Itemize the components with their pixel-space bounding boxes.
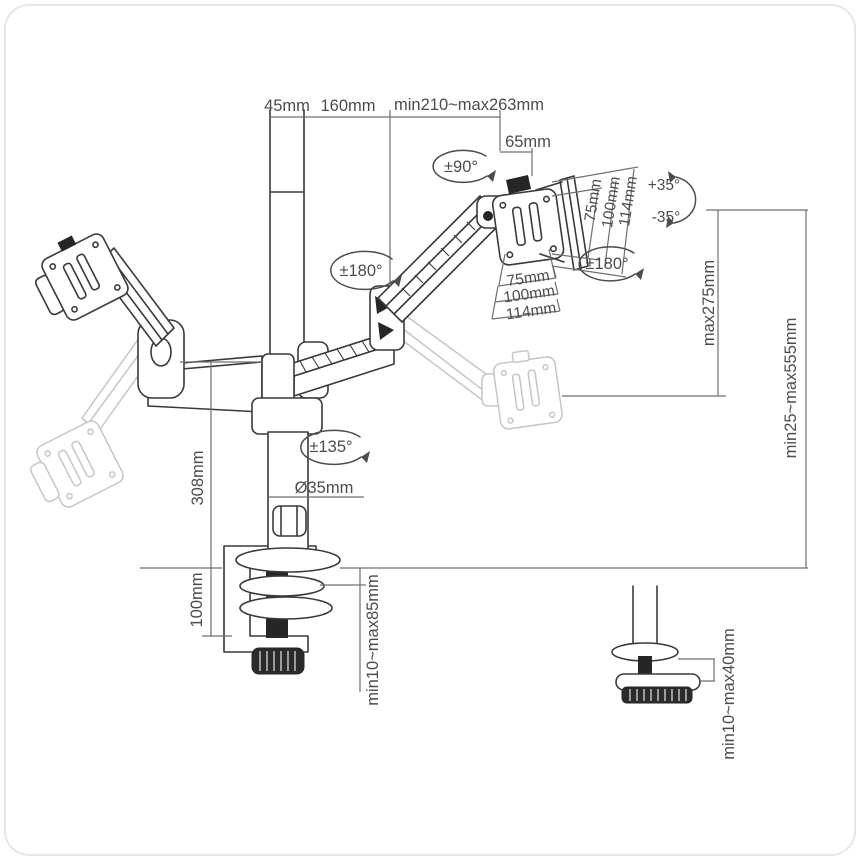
- spring-texture: [401, 221, 476, 297]
- dim-45mm-label: 45mm: [264, 97, 310, 115]
- clamp-knob-knurl: [259, 651, 296, 671]
- angle-head-rotation-label: ±90°: [444, 158, 478, 176]
- vesa-top-tab: [506, 175, 531, 194]
- pole-upper: [269, 109, 305, 357]
- dim-grommet-thickness-label: min10~max40mm: [720, 628, 738, 760]
- base-flange: [235, 547, 341, 573]
- hub-lower-collar: [251, 397, 323, 435]
- angle-tilt-down-label: -35°: [652, 209, 681, 226]
- grommet-knob-knurl: [629, 689, 687, 701]
- dim-height-range-label: min25~max555mm: [782, 318, 800, 459]
- vesa-h-114mm-label: 114mm: [505, 300, 557, 324]
- angle-base-swivel-label: ±135°: [309, 438, 352, 456]
- rotation-indicators: [300, 149, 697, 466]
- head-swivel-arc: [578, 246, 636, 282]
- pivot-screw: [483, 211, 493, 221]
- clamp-pad-disc-1: [239, 575, 325, 597]
- ghost-right-vesa-plate: [492, 349, 563, 430]
- angle-tilt-up-label: +35°: [648, 177, 681, 194]
- cable-clip: [272, 505, 307, 537]
- dim-pole-height-label: 308mm: [189, 450, 207, 505]
- angle-arm-swivel-label: ±180°: [339, 262, 382, 280]
- angle-head-swivel-label: ±180°: [585, 255, 628, 273]
- grommet-range-lines: [678, 658, 715, 682]
- dim-pole-diameter-label: Ø35mm: [295, 479, 354, 497]
- arm-swivel-arc: [330, 250, 394, 291]
- cable-clip-detail: [280, 505, 298, 537]
- right-vesa-plate: [491, 188, 565, 266]
- dimension-labels: 45mm 160mm min210~max263mm 65mm ±90° ±18…: [188, 96, 800, 760]
- ghost-right-arm-rail: [393, 321, 489, 395]
- dim-max-drop-label: max275mm: [700, 260, 718, 346]
- dim-clamp-height-label: 100mm: [188, 572, 206, 627]
- left-vesa-plate: [34, 233, 129, 321]
- vesa-v-75mm-label: 75mm: [582, 178, 606, 223]
- ghost-left-vesa-plate: [30, 420, 124, 508]
- grommet-knob: [621, 686, 693, 704]
- head-rotation-arc: [432, 149, 488, 184]
- pole-dimension-lines: [180, 361, 364, 637]
- vesa-h-75mm-label: 75mm: [506, 267, 551, 290]
- elbow-cutout-bottom: [378, 322, 394, 340]
- right-dimension-lines: [562, 209, 808, 568]
- tilt-arc: [673, 176, 697, 224]
- base-swivel-arc: [300, 429, 362, 466]
- clamp-knob: [251, 647, 305, 675]
- top-dimension-lines: [270, 110, 533, 284]
- clamp-pad-disc-2: [239, 596, 333, 620]
- elbow-cutout-top: [375, 296, 391, 314]
- dimension-lines: [140, 110, 808, 692]
- vesa-vertical-dim-lines: [551, 166, 639, 278]
- dim-160mm-label: 160mm: [320, 97, 375, 115]
- dim-arm-reach-label: min210~max263mm: [394, 96, 544, 114]
- ghost-positions: [30, 309, 563, 508]
- dim-clamp-thickness-label: min10~max85mm: [364, 574, 382, 706]
- card-border: [4, 4, 856, 856]
- dim-65mm-label: 65mm: [505, 133, 551, 151]
- grommet-pole: [632, 585, 658, 647]
- arm-artwork: [34, 109, 701, 704]
- grommet-pole-fill: [634, 586, 656, 646]
- vesa-horizontal-dim-lines: [491, 248, 561, 320]
- clamp-range-lines: [320, 568, 366, 692]
